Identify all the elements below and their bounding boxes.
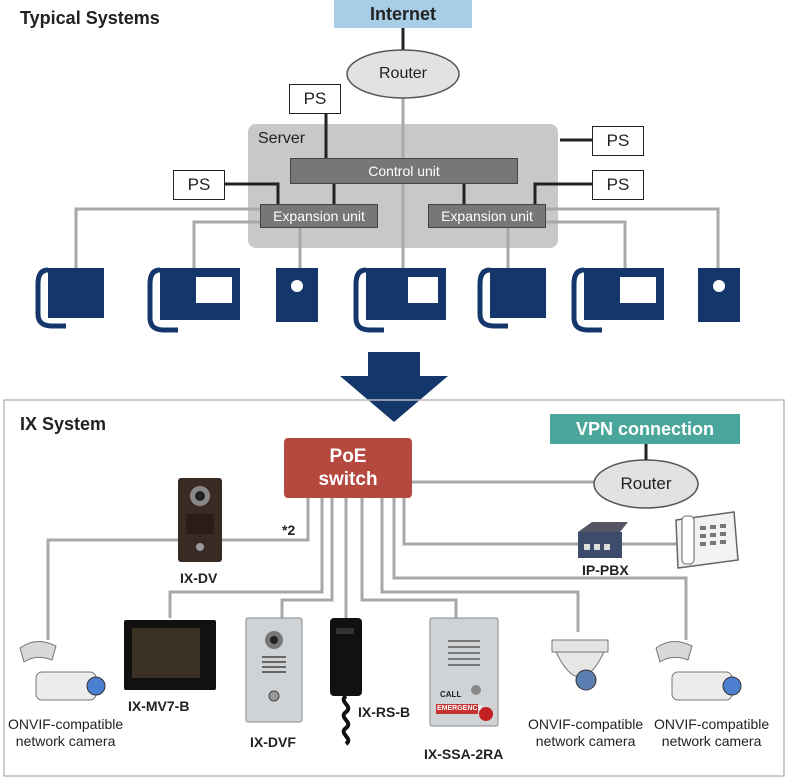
camera-right-caption: ONVIF-compatible network camera (654, 716, 769, 750)
camera-right-line2: network camera (661, 733, 762, 749)
router-top: Router (378, 65, 428, 82)
ix-dv-device-icon (178, 478, 222, 562)
ix-ssa-2ra-label: IX-SSA-2RA (424, 746, 504, 762)
ix-rsb-handset-icon (330, 618, 362, 746)
ix-mv7b-label: IX-MV7-B (128, 698, 190, 714)
ps-box-top: PS (289, 84, 341, 114)
camera-left-line1: ONVIF-compatible (8, 716, 124, 732)
handset-phone-icon (477, 267, 546, 329)
handset-phone-icon (35, 267, 104, 329)
door-station-icon (276, 268, 318, 322)
ip-pbx-device-icon (578, 522, 628, 558)
camera-mid-line1: ONVIF-compatible (528, 716, 644, 732)
server-label: Server (258, 130, 306, 147)
camera-mid-line2: network camera (535, 733, 636, 749)
door-station-icon (698, 268, 740, 322)
poe-switch-line1: PoE (329, 446, 367, 467)
bullet-camera-icon (655, 641, 742, 701)
footnote-marker: *2 (282, 522, 296, 538)
ip-pbx-label: IP-PBX (582, 562, 629, 578)
router-ix: Router (620, 474, 672, 493)
expansion-unit-right: Expansion unit (428, 204, 546, 228)
typical-systems-heading: Typical Systems (20, 8, 160, 28)
ssa-emergency-label: EMERGENCY (437, 705, 483, 712)
control-unit: Control unit (290, 158, 518, 184)
dome-camera-icon (551, 639, 609, 691)
camera-left-caption: ONVIF-compatible network camera (8, 716, 123, 750)
internet-label: Internet (334, 0, 472, 28)
ix-system-frame (3, 399, 785, 777)
ps-box-left: PS (173, 170, 225, 200)
ix-mv7b-monitor-icon (124, 620, 216, 690)
ix-dvf-label: IX-DVF (250, 734, 296, 750)
ssa-call-label: CALL (440, 690, 462, 699)
ix-rsb-label: IX-RS-B (358, 704, 411, 720)
ps-box-right-top: PS (592, 126, 644, 156)
bullet-camera-icon (19, 641, 106, 701)
ix-dv-label: IX-DV (180, 570, 218, 586)
camera-mid-caption: ONVIF-compatible network camera (528, 716, 643, 750)
ix-dvf-device-icon (245, 617, 303, 723)
poe-switch-line2: switch (318, 469, 378, 490)
ix-system-heading: IX System (20, 414, 107, 434)
ix-ssa-2ra-device-icon (429, 617, 499, 727)
down-arrow-icon (340, 352, 448, 422)
camera-right-line1: ONVIF-compatible (654, 716, 770, 732)
poe-switch: PoE switch (284, 438, 412, 498)
vpn-connection-label: VPN connection (550, 414, 740, 444)
camera-left-line2: network camera (15, 733, 116, 749)
video-monitor-phone-icon (353, 267, 446, 333)
expansion-unit-left: Expansion unit (260, 204, 378, 228)
video-monitor-phone-icon (147, 267, 240, 333)
ps-box-right-bottom: PS (592, 170, 644, 200)
video-monitor-phone-icon (571, 267, 664, 333)
desk-phone-icon (675, 511, 739, 569)
